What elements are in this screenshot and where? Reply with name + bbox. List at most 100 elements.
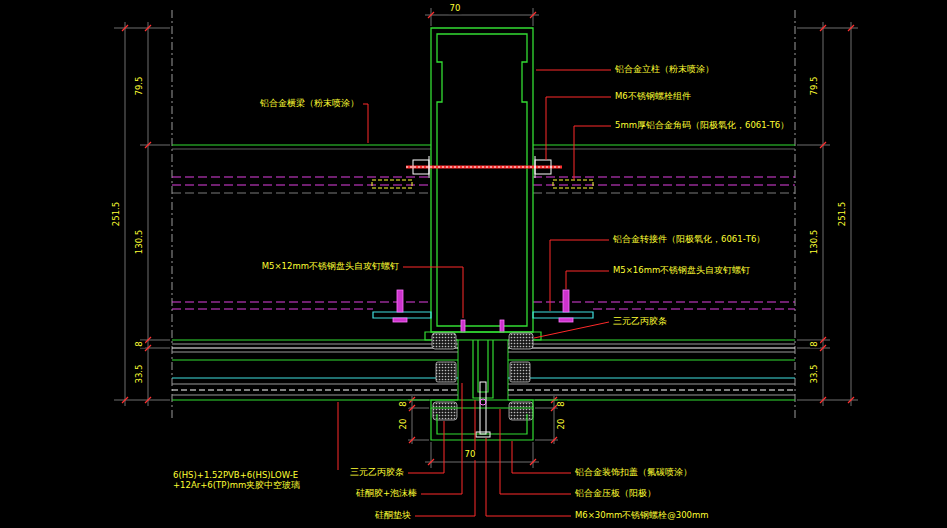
screws [559, 318, 573, 322]
part-label: 铝合金装饰扣盖（氟碳喷涂） [574, 468, 693, 478]
extension-lines [140, 145, 170, 146]
transom-lines [172, 177, 795, 309]
transom-lines [172, 145, 795, 309]
angle-clip [372, 180, 593, 188]
extension-lines [114, 28, 170, 29]
dimension-ticks [428, 12, 434, 18]
transom-lines [533, 177, 795, 178]
extension-lines [431, 442, 432, 468]
glass-unit [172, 344, 458, 345]
bolt-assembly [535, 156, 536, 178]
transom-lines [593, 309, 795, 310]
transom-lines [533, 302, 795, 303]
glass-unit [172, 395, 458, 396]
screws [393, 290, 573, 332]
glass-unit [172, 378, 795, 379]
cap-bolt [480, 399, 486, 405]
extension-lines [797, 400, 858, 401]
transom-lines [172, 185, 431, 186]
dimension-text: 79.5 [810, 76, 820, 97]
part-label: M6×30mm不锈钢螺栓@300mm [574, 511, 710, 521]
part-label: 三元乙丙胶条 [349, 468, 405, 478]
leader-line [486, 438, 571, 516]
glass-unit [508, 352, 795, 353]
dimension-text: 70 [464, 450, 477, 460]
dimension-text: 33.5 [810, 364, 820, 385]
dimension-text: 8 [135, 340, 145, 347]
bolt-assembly [413, 160, 429, 174]
dimension-text: 8 [399, 400, 409, 407]
glass-unit [172, 352, 458, 353]
dimension-ticks [551, 405, 557, 411]
gaskets [432, 333, 456, 349]
pressure-plate-cap [437, 414, 527, 434]
dimension-text: 130.5 [810, 229, 820, 255]
extension-lines [425, 462, 539, 463]
extension-lines [431, 8, 432, 26]
bolt-assembly [535, 160, 551, 174]
extension-lines [114, 400, 170, 401]
adapter-plate [373, 312, 431, 318]
transom-lines [533, 185, 795, 186]
leader-line [338, 402, 339, 470]
gaskets [510, 362, 530, 382]
dimension-text: 130.5 [135, 229, 145, 255]
glass-unit [508, 344, 795, 345]
glass-unit [172, 384, 458, 385]
dimension-text: 70 [449, 4, 462, 14]
transom-lines [533, 144, 795, 145]
dimension-text: 251.5 [838, 201, 848, 227]
mullion [431, 28, 533, 332]
screws [393, 318, 407, 322]
dimension-ticks [820, 337, 826, 343]
extension-lines [533, 8, 534, 26]
glass-unit [172, 390, 458, 391]
leader-line [500, 409, 571, 494]
extension-lines [533, 442, 534, 468]
cap-bolt [480, 382, 486, 434]
pressure-plate-cap [431, 408, 533, 440]
glass-unit [508, 390, 795, 391]
dimension-ticks [848, 25, 854, 31]
glass-unit [508, 395, 795, 396]
dimension-ticks [820, 345, 826, 351]
leader-line [512, 441, 571, 473]
dimension-ticks [145, 337, 151, 343]
transom-lines [533, 149, 795, 150]
boundary-lines [172, 10, 795, 420]
glass-unit [458, 340, 459, 400]
transom-lines [172, 309, 373, 310]
glass-unit [172, 348, 795, 390]
mullion [431, 28, 533, 332]
mullion-nose [473, 340, 493, 398]
glass-unit [172, 344, 795, 395]
glass-unit [508, 360, 795, 361]
cap-bolt [476, 432, 490, 437]
glass-unit [172, 348, 458, 349]
glass-unit [508, 348, 795, 349]
bolt-assembly [429, 156, 430, 178]
glass-unit [508, 400, 795, 401]
leader-line [421, 383, 462, 494]
dimension-ticks [530, 459, 536, 465]
extension-lines [125, 22, 126, 406]
leader-line [566, 271, 609, 289]
angle-clip [553, 180, 593, 188]
transom-lines [172, 302, 431, 303]
dimension-text: 251.5 [112, 201, 122, 227]
transom-lines [172, 193, 431, 194]
extension-lines [797, 28, 858, 29]
dimension-text: 20 [399, 418, 409, 431]
gaskets [436, 362, 456, 382]
screws [563, 290, 569, 312]
dimension-ticks [409, 405, 415, 411]
dimension-text: 20 [557, 418, 567, 431]
extension-lines [797, 145, 830, 146]
glass-unit [172, 340, 458, 341]
glass-unit [508, 378, 795, 379]
bolt-assembly [406, 156, 562, 178]
leader-line [546, 97, 611, 160]
gaskets [432, 333, 533, 420]
glass-unit [172, 400, 458, 401]
